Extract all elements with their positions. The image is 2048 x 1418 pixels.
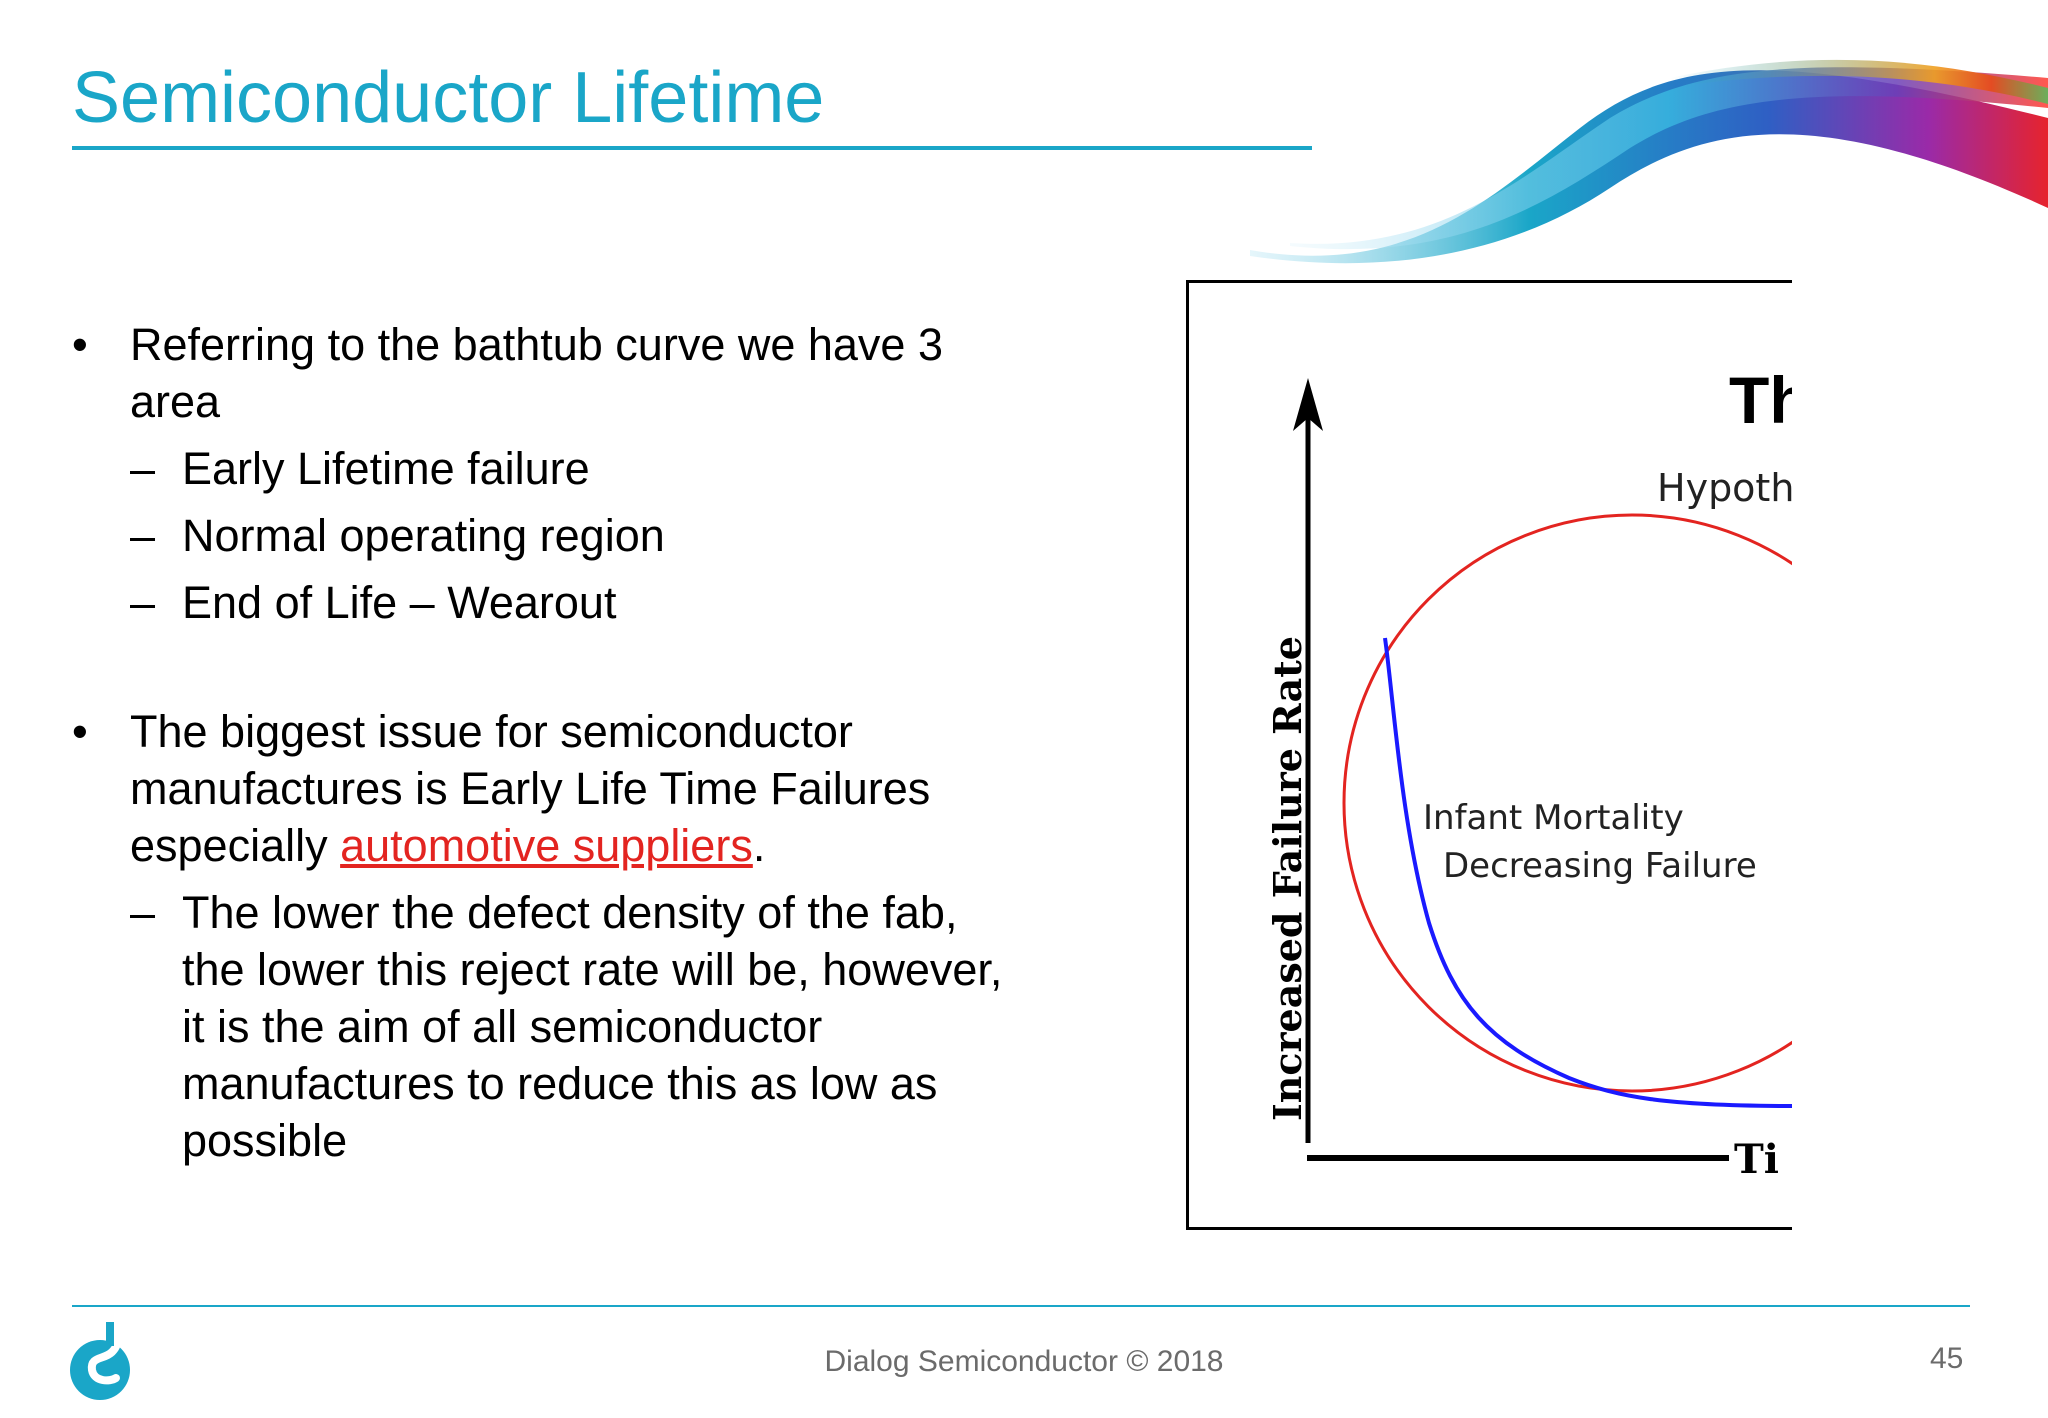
sub-bullet-1-2-text: Normal operating region bbox=[182, 510, 665, 561]
dash-marker: – bbox=[130, 443, 156, 494]
failure-rate-curve bbox=[1383, 637, 1792, 1108]
sub-bullet-1-3-text: End of Life – Wearout bbox=[182, 577, 617, 628]
sub-bullet-item: – Normal operating region bbox=[72, 507, 1032, 564]
page-number: 45 bbox=[1930, 1342, 1964, 1375]
sub-bullet-item: – End of Life – Wearout bbox=[72, 574, 1032, 631]
footer-copyright: Dialog Semiconductor © 2018 bbox=[824, 1345, 1224, 1378]
bullet-item-2: • The biggest issue for semiconductor ma… bbox=[72, 703, 1032, 874]
footer-divider bbox=[72, 1305, 1970, 1307]
bullet-content: • Referring to the bathtub curve we have… bbox=[72, 316, 1032, 1169]
title-underline bbox=[72, 146, 1312, 150]
highlight-circle bbox=[1342, 513, 1792, 1093]
dash-marker: – bbox=[130, 510, 156, 561]
automotive-suppliers-link[interactable]: automotive suppliers bbox=[340, 820, 753, 871]
slide-title: Semiconductor Lifetime bbox=[72, 58, 825, 138]
figure-title-partial: Th bbox=[1729, 363, 1792, 437]
bullet-item-1: • Referring to the bathtub curve we have… bbox=[72, 316, 1032, 430]
annotation-decreasing-failure: Decreasing Failure bbox=[1443, 846, 1757, 886]
dialog-logo-icon bbox=[70, 1322, 130, 1400]
dash-marker: – bbox=[130, 577, 156, 628]
bullet-2-text: The biggest issue for semiconductor manu… bbox=[130, 706, 931, 871]
dash-marker: – bbox=[130, 887, 156, 938]
bullet-1-text: Referring to the bathtub curve we have 3… bbox=[130, 319, 943, 427]
y-axis-label: Increased Failure Rate bbox=[1265, 636, 1310, 1121]
x-axis-label-partial: Ti bbox=[1734, 1136, 1779, 1183]
bullet-2-text-end: . bbox=[752, 820, 766, 871]
figure-subtitle-partial: Hypoth bbox=[1657, 466, 1792, 510]
sub-bullet-1-1-text: Early Lifetime failure bbox=[182, 443, 590, 494]
y-axis-arrow-icon bbox=[1293, 378, 1323, 431]
sub-bullet-item: – The lower the defect density of the fa… bbox=[72, 884, 1032, 1169]
sub-bullet-item: – Early Lifetime failure bbox=[72, 440, 1032, 497]
bathtub-curve-figure: Increased Failure Rate Th Hypoth Infant … bbox=[1186, 280, 1792, 1230]
sub-bullet-2-1-text: The lower the defect density of the fab,… bbox=[182, 887, 1003, 1166]
bullet-marker: • bbox=[72, 319, 88, 370]
annotation-infant-mortality: Infant Mortality bbox=[1423, 798, 1684, 838]
decorative-ribbon bbox=[1250, 59, 2048, 264]
bullet-marker: • bbox=[72, 706, 88, 757]
